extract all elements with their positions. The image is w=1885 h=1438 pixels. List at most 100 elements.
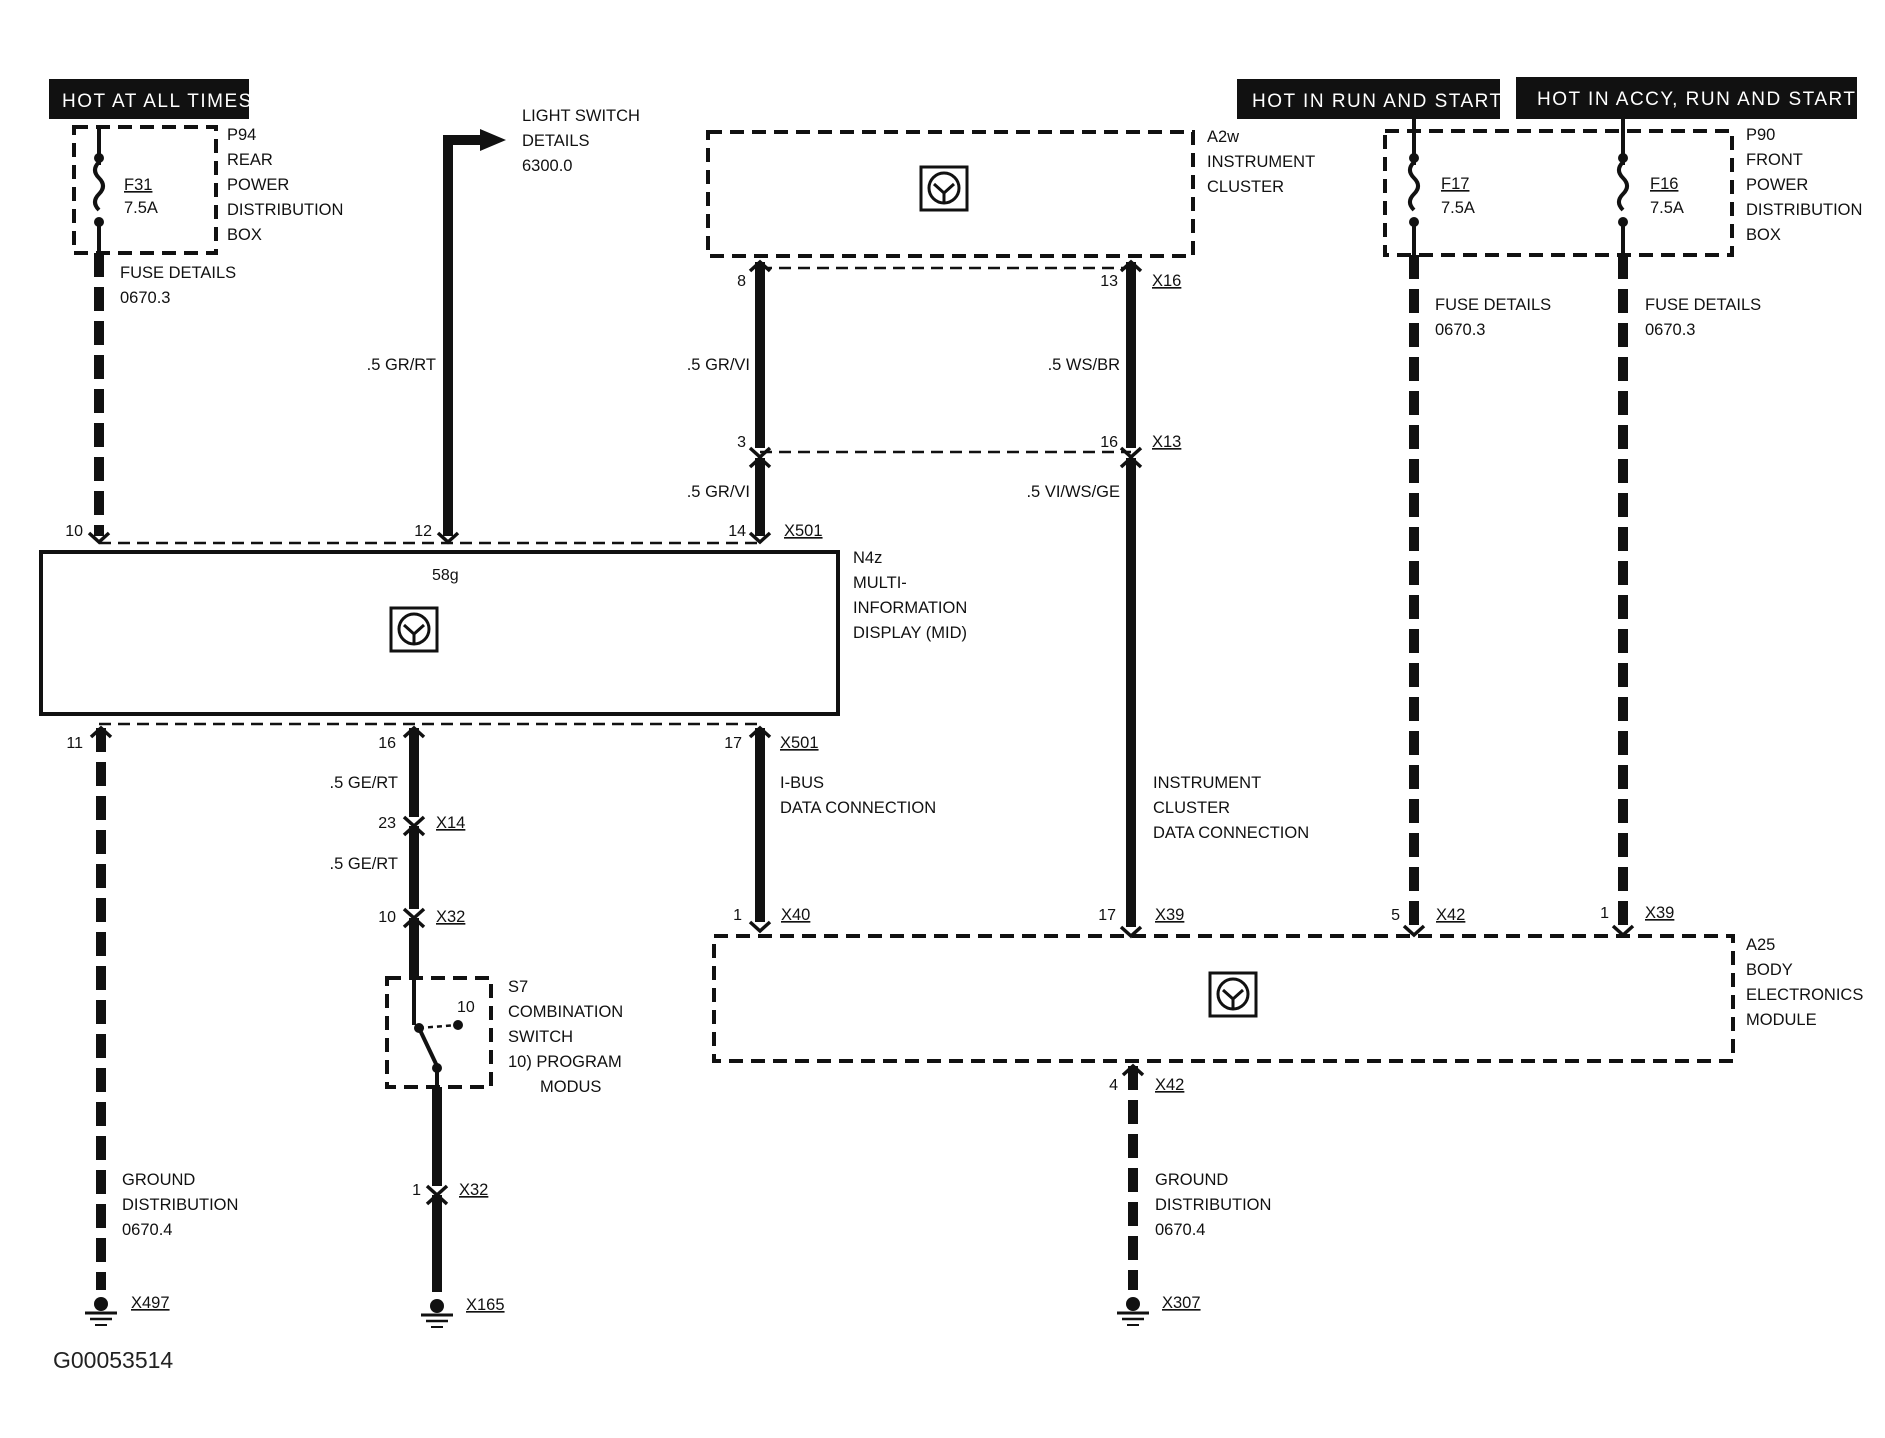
s7-label-line-2: COMBINATION (508, 1003, 623, 1021)
fuse-details-f17-line-1: FUSE DETAILS (1435, 296, 1551, 314)
a2w-instrument-cluster (706, 130, 1195, 258)
ground-left-line-2: DISTRIBUTION (122, 1196, 238, 1214)
p94-label-line-1: P94 (227, 126, 256, 144)
pin-n4z-11: 11 (66, 735, 83, 752)
banner-hot-in-accy-run-and-start: HOT IN ACCY, RUN AND START (1516, 77, 1857, 119)
a2w-label-line-2: INSTRUMENT (1207, 153, 1315, 171)
ground-right-line-3: 0670.4 (1155, 1221, 1205, 1239)
p94-label-line-5: BOX (227, 226, 262, 244)
light-switch-details-line-2: DETAILS (522, 132, 590, 150)
connector-x42-top: X42 (1436, 906, 1465, 924)
p94-label-line-4: DISTRIBUTION (227, 201, 343, 219)
banner-hot-at-all-times: HOT AT ALL TIMES (49, 79, 253, 119)
fuse-details-left-line-2: 0670.3 (120, 289, 170, 307)
connector-x42-bottom: X42 (1155, 1076, 1184, 1094)
n4z-label-line-2: MULTI- (853, 574, 907, 592)
wire-label-gr-rt: .5 GR/RT (367, 356, 436, 374)
ground-label-x497: X497 (131, 1294, 170, 1312)
s7-combination-switch (385, 976, 493, 1089)
banner-hot-in-run-and-start-text: HOT IN RUN AND START (1252, 91, 1503, 112)
wire-label-ws-br: .5 WS/BR (1048, 356, 1121, 374)
p94-label-line-2: REAR (227, 151, 273, 169)
connector-x501-bottom: X501 (780, 734, 819, 752)
a25-body-electronics-module (712, 934, 1735, 1063)
ground-label-x165: X165 (466, 1296, 505, 1314)
pin-a25-1-x40: 1 (733, 907, 742, 924)
connector-x14: X14 (436, 814, 465, 832)
cluster-data-label-line-1: INSTRUMENT (1153, 774, 1261, 792)
wire-label-ge-rt-upper: .5 GE/RT (330, 774, 398, 792)
fuse-details-left-line-1: FUSE DETAILS (120, 264, 236, 282)
s7-label-line-3: SWITCH (508, 1028, 573, 1046)
pin-a25-5: 5 (1391, 907, 1400, 924)
pin-a25-1-x39: 1 (1600, 905, 1609, 922)
connector-x39-right: X39 (1645, 904, 1674, 922)
ground-right-line-2: DISTRIBUTION (1155, 1196, 1271, 1214)
pin-n4z-10: 10 (65, 523, 83, 540)
a25-module-icon (1208, 971, 1258, 1018)
n4z-label-line-3: INFORMATION (853, 599, 967, 617)
f17-fuse-rating: 7.5A (1441, 199, 1475, 217)
pin-n4z-14: 14 (728, 523, 746, 540)
a2w-label-line-1: A2w (1207, 128, 1239, 146)
p90-label-line-5: BOX (1746, 226, 1781, 244)
pin-x32-1: 1 (412, 1182, 421, 1199)
p90-label-line-2: FRONT (1746, 151, 1803, 169)
a25-label-line-3: ELECTRONICS (1746, 986, 1863, 1004)
p90-label-line-4: DISTRIBUTION (1746, 201, 1862, 219)
pin-x32-10: 10 (378, 909, 396, 926)
p90-front-power-distribution-box (1383, 129, 1734, 257)
p90-label-line-1: P90 (1746, 126, 1775, 144)
pin-x14-23: 23 (378, 815, 396, 832)
n4z-multi-information-display (39, 550, 840, 716)
wire-label-gr-vi-upper: .5 GR/VI (687, 356, 750, 374)
a25-label-line-1: A25 (1746, 936, 1775, 954)
ground-right-line-1: GROUND (1155, 1171, 1228, 1189)
f31-fuse-rating: 7.5A (124, 199, 158, 217)
n4z-label-line-1: N4z (853, 549, 882, 567)
f17-fuse-name: F17 (1441, 175, 1469, 193)
pin-a25-17: 17 (1098, 907, 1116, 924)
connector-x39-mid: X39 (1155, 906, 1184, 924)
banner-hot-in-run-and-start: HOT IN RUN AND START (1237, 79, 1503, 119)
a25-label-line-2: BODY (1746, 961, 1793, 979)
s7-pin-10: 10 (457, 999, 475, 1016)
pin-a25-4: 4 (1109, 1077, 1118, 1094)
fuse-details-f16-line-2: 0670.3 (1645, 321, 1695, 339)
pin-a2w-13: 13 (1100, 273, 1118, 290)
a2w-label-line-3: CLUSTER (1207, 178, 1284, 196)
wire-label-vi-ws-ge: .5 VI/WS/GE (1026, 483, 1120, 501)
cluster-data-label-line-3: DATA CONNECTION (1153, 824, 1309, 842)
s7-label-line-1: S7 (508, 978, 528, 996)
n4z-label-line-4: DISPLAY (MID) (853, 624, 967, 642)
i-bus-label-line-2: DATA CONNECTION (780, 799, 936, 817)
p90-label-line-3: POWER (1746, 176, 1808, 194)
ground-x165-symbol (421, 1299, 453, 1328)
banner-hot-at-all-times-text: HOT AT ALL TIMES (62, 91, 253, 112)
ground-left-line-1: GROUND (122, 1171, 195, 1189)
light-switch-details-line-3: 6300.0 (522, 157, 572, 175)
n4z-internal-58g: 58g (432, 567, 459, 584)
wire-light-switch-gr-rt (436, 129, 506, 545)
connector-x40: X40 (781, 906, 810, 924)
s7-label-line-5: MODUS (540, 1078, 601, 1096)
i-bus-label-line-1: I-BUS (780, 774, 824, 792)
a25-label-line-4: MODULE (1746, 1011, 1817, 1029)
pin-n4z-12: 12 (414, 523, 432, 540)
connector-x32-lower: X32 (459, 1181, 488, 1199)
connector-x13: X13 (1152, 433, 1181, 451)
f16-fuse-rating: 7.5A (1650, 199, 1684, 217)
pin-n4z-16: 16 (378, 735, 396, 752)
connector-x501-top: X501 (784, 522, 823, 540)
n4z-module-icon (389, 606, 439, 653)
a2w-module-icon (919, 165, 969, 212)
light-switch-details-line-1: LIGHT SWITCH (522, 107, 640, 125)
pin-n4z-17: 17 (724, 735, 742, 752)
wire-label-gr-vi-lower: .5 GR/VI (687, 483, 750, 501)
f31-fuse-name: F31 (124, 176, 152, 194)
pin-x13-16: 16 (1100, 434, 1118, 451)
pin-x13-3: 3 (737, 434, 746, 451)
pin-a2w-8: 8 (737, 273, 746, 290)
figure-id: G00053514 (53, 1347, 173, 1373)
banner-hot-in-accy-run-and-start-text: HOT IN ACCY, RUN AND START (1537, 89, 1856, 110)
